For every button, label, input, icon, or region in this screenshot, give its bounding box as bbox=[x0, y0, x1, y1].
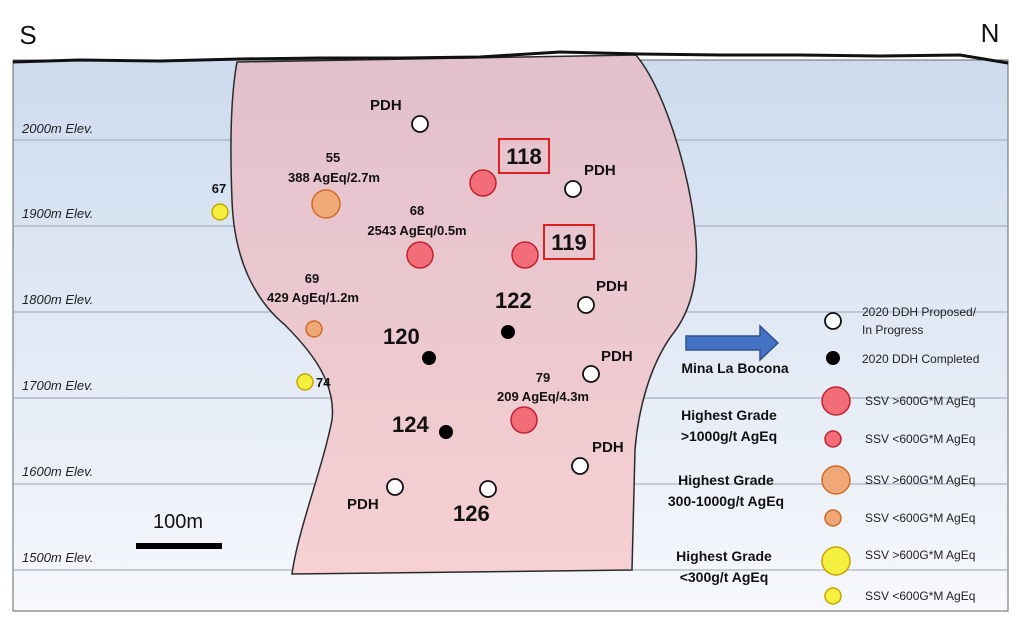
sample-69-grade: 429 AgEq/1.2m bbox=[267, 290, 359, 305]
legend-red-small-label: SSV <600G*M AgEq bbox=[865, 432, 975, 446]
legend-yellow-large-symbol bbox=[821, 546, 851, 576]
proposed-hole-marker bbox=[411, 115, 429, 133]
legend-yellow-small-symbol bbox=[824, 587, 842, 605]
proposed-hole-marker bbox=[577, 296, 595, 314]
sample-67-id: 67 bbox=[212, 181, 226, 196]
proposed-hole-marker bbox=[386, 478, 404, 496]
sample-69-id: 69 bbox=[305, 271, 319, 286]
elevation-label-1500: 1500m Elev. bbox=[22, 550, 93, 565]
sample-79-marker bbox=[510, 406, 538, 434]
legend-red-large-label: SSV >600G*M AgEq bbox=[865, 394, 975, 408]
legend-yellow-small-label: SSV <600G*M AgEq bbox=[865, 589, 975, 603]
grade-label-line: Highest Grade bbox=[678, 472, 774, 488]
legend: 2020 DDH Proposed/ In Progress 2020 DDH … bbox=[821, 305, 979, 605]
red-samples bbox=[406, 169, 539, 434]
hole-126-marker bbox=[479, 480, 497, 498]
completed-holes bbox=[422, 325, 515, 439]
right-arrow-icon bbox=[685, 324, 780, 362]
hole-124-label: 124 bbox=[392, 412, 429, 437]
legend-proposed-label: 2020 DDH Proposed/ bbox=[862, 305, 977, 319]
pdh-label: PDH bbox=[596, 278, 628, 295]
elevation-label-1900: 1900m Elev. bbox=[22, 206, 93, 221]
elevation-label-1800: 1800m Elev. bbox=[22, 292, 93, 307]
hole-122-marker bbox=[501, 325, 515, 339]
hole-124-marker bbox=[439, 425, 453, 439]
proposed-holes bbox=[386, 115, 600, 498]
legend-orange-small-label: SSV <600G*M AgEq bbox=[865, 511, 975, 525]
elevation-label-1600: 1600m Elev. bbox=[22, 464, 93, 479]
pdh-label: PDH bbox=[592, 439, 624, 456]
legend-red-large-symbol bbox=[821, 386, 851, 416]
elevation-label-2000: 2000m Elev. bbox=[21, 121, 93, 136]
pdh-label: PDH bbox=[601, 348, 633, 365]
proposed-hole-marker bbox=[564, 180, 582, 198]
pdh-label: PDH bbox=[370, 97, 402, 114]
legend-orange-small-symbol bbox=[824, 509, 842, 527]
sample-55-id: 55 bbox=[326, 150, 340, 165]
legend-completed-label: 2020 DDH Completed bbox=[862, 352, 979, 366]
proposed-hole-marker bbox=[571, 457, 589, 475]
scale-bar bbox=[136, 543, 222, 549]
legend-orange-large-label: SSV >600G*M AgEq bbox=[865, 473, 975, 487]
red-sample-marker bbox=[511, 241, 539, 269]
legend-proposed-label: In Progress bbox=[862, 323, 923, 337]
hole-120-label: 120 bbox=[383, 324, 420, 349]
sample-79-grade: 209 AgEq/4.3m bbox=[497, 389, 589, 404]
sample-69-marker bbox=[305, 320, 323, 338]
grade-label-line: >1000g/t AgEq bbox=[681, 428, 777, 444]
grade-label-line: Highest Grade bbox=[676, 548, 772, 564]
grade-label-line: 300-1000g/t AgEq bbox=[668, 493, 784, 509]
hole-118-callout bbox=[498, 138, 550, 174]
legend-red-small-symbol bbox=[824, 430, 842, 448]
north-label: N bbox=[981, 18, 1000, 48]
grade-label-line: <300g/t AgEq bbox=[680, 569, 769, 585]
sample-68-marker bbox=[406, 241, 434, 269]
red-sample-marker bbox=[469, 169, 497, 197]
hole-119-callout bbox=[543, 224, 595, 260]
mina-la-bocona-label: Mina La Bocona bbox=[681, 360, 789, 376]
sample-55-grade: 388 AgEq/2.7m bbox=[288, 170, 380, 185]
legend-orange-large-symbol bbox=[821, 465, 851, 495]
pdh-label: PDH bbox=[584, 162, 616, 179]
pdh-label: PDH bbox=[347, 496, 379, 513]
hole-120-marker bbox=[422, 351, 436, 365]
sample-74-marker bbox=[296, 373, 314, 391]
grade-label-line: Highest Grade bbox=[681, 407, 777, 423]
legend-proposed-symbol bbox=[824, 312, 842, 330]
sample-74-id: 74 bbox=[316, 375, 331, 390]
topography-line bbox=[12, 50, 1009, 65]
south-label: S bbox=[19, 20, 36, 50]
hole-126-label: 126 bbox=[453, 501, 490, 526]
legend-yellow-large-label: SSV >600G*M AgEq bbox=[865, 548, 975, 562]
hole-118-label: 118 bbox=[506, 144, 542, 169]
proposed-hole-marker bbox=[582, 365, 600, 383]
sample-68-id: 68 bbox=[410, 203, 424, 218]
hole-119-label: 119 bbox=[551, 230, 587, 255]
sample-67-marker bbox=[211, 203, 229, 221]
sample-55-marker bbox=[311, 189, 341, 219]
scale-bar-label: 100m bbox=[153, 511, 203, 533]
sample-79-id: 79 bbox=[536, 370, 550, 385]
sample-68-grade: 2543 AgEq/0.5m bbox=[367, 223, 466, 238]
hole-122-label: 122 bbox=[495, 288, 532, 313]
elevation-label-1700: 1700m Elev. bbox=[22, 378, 93, 393]
legend-completed-symbol bbox=[826, 351, 840, 365]
